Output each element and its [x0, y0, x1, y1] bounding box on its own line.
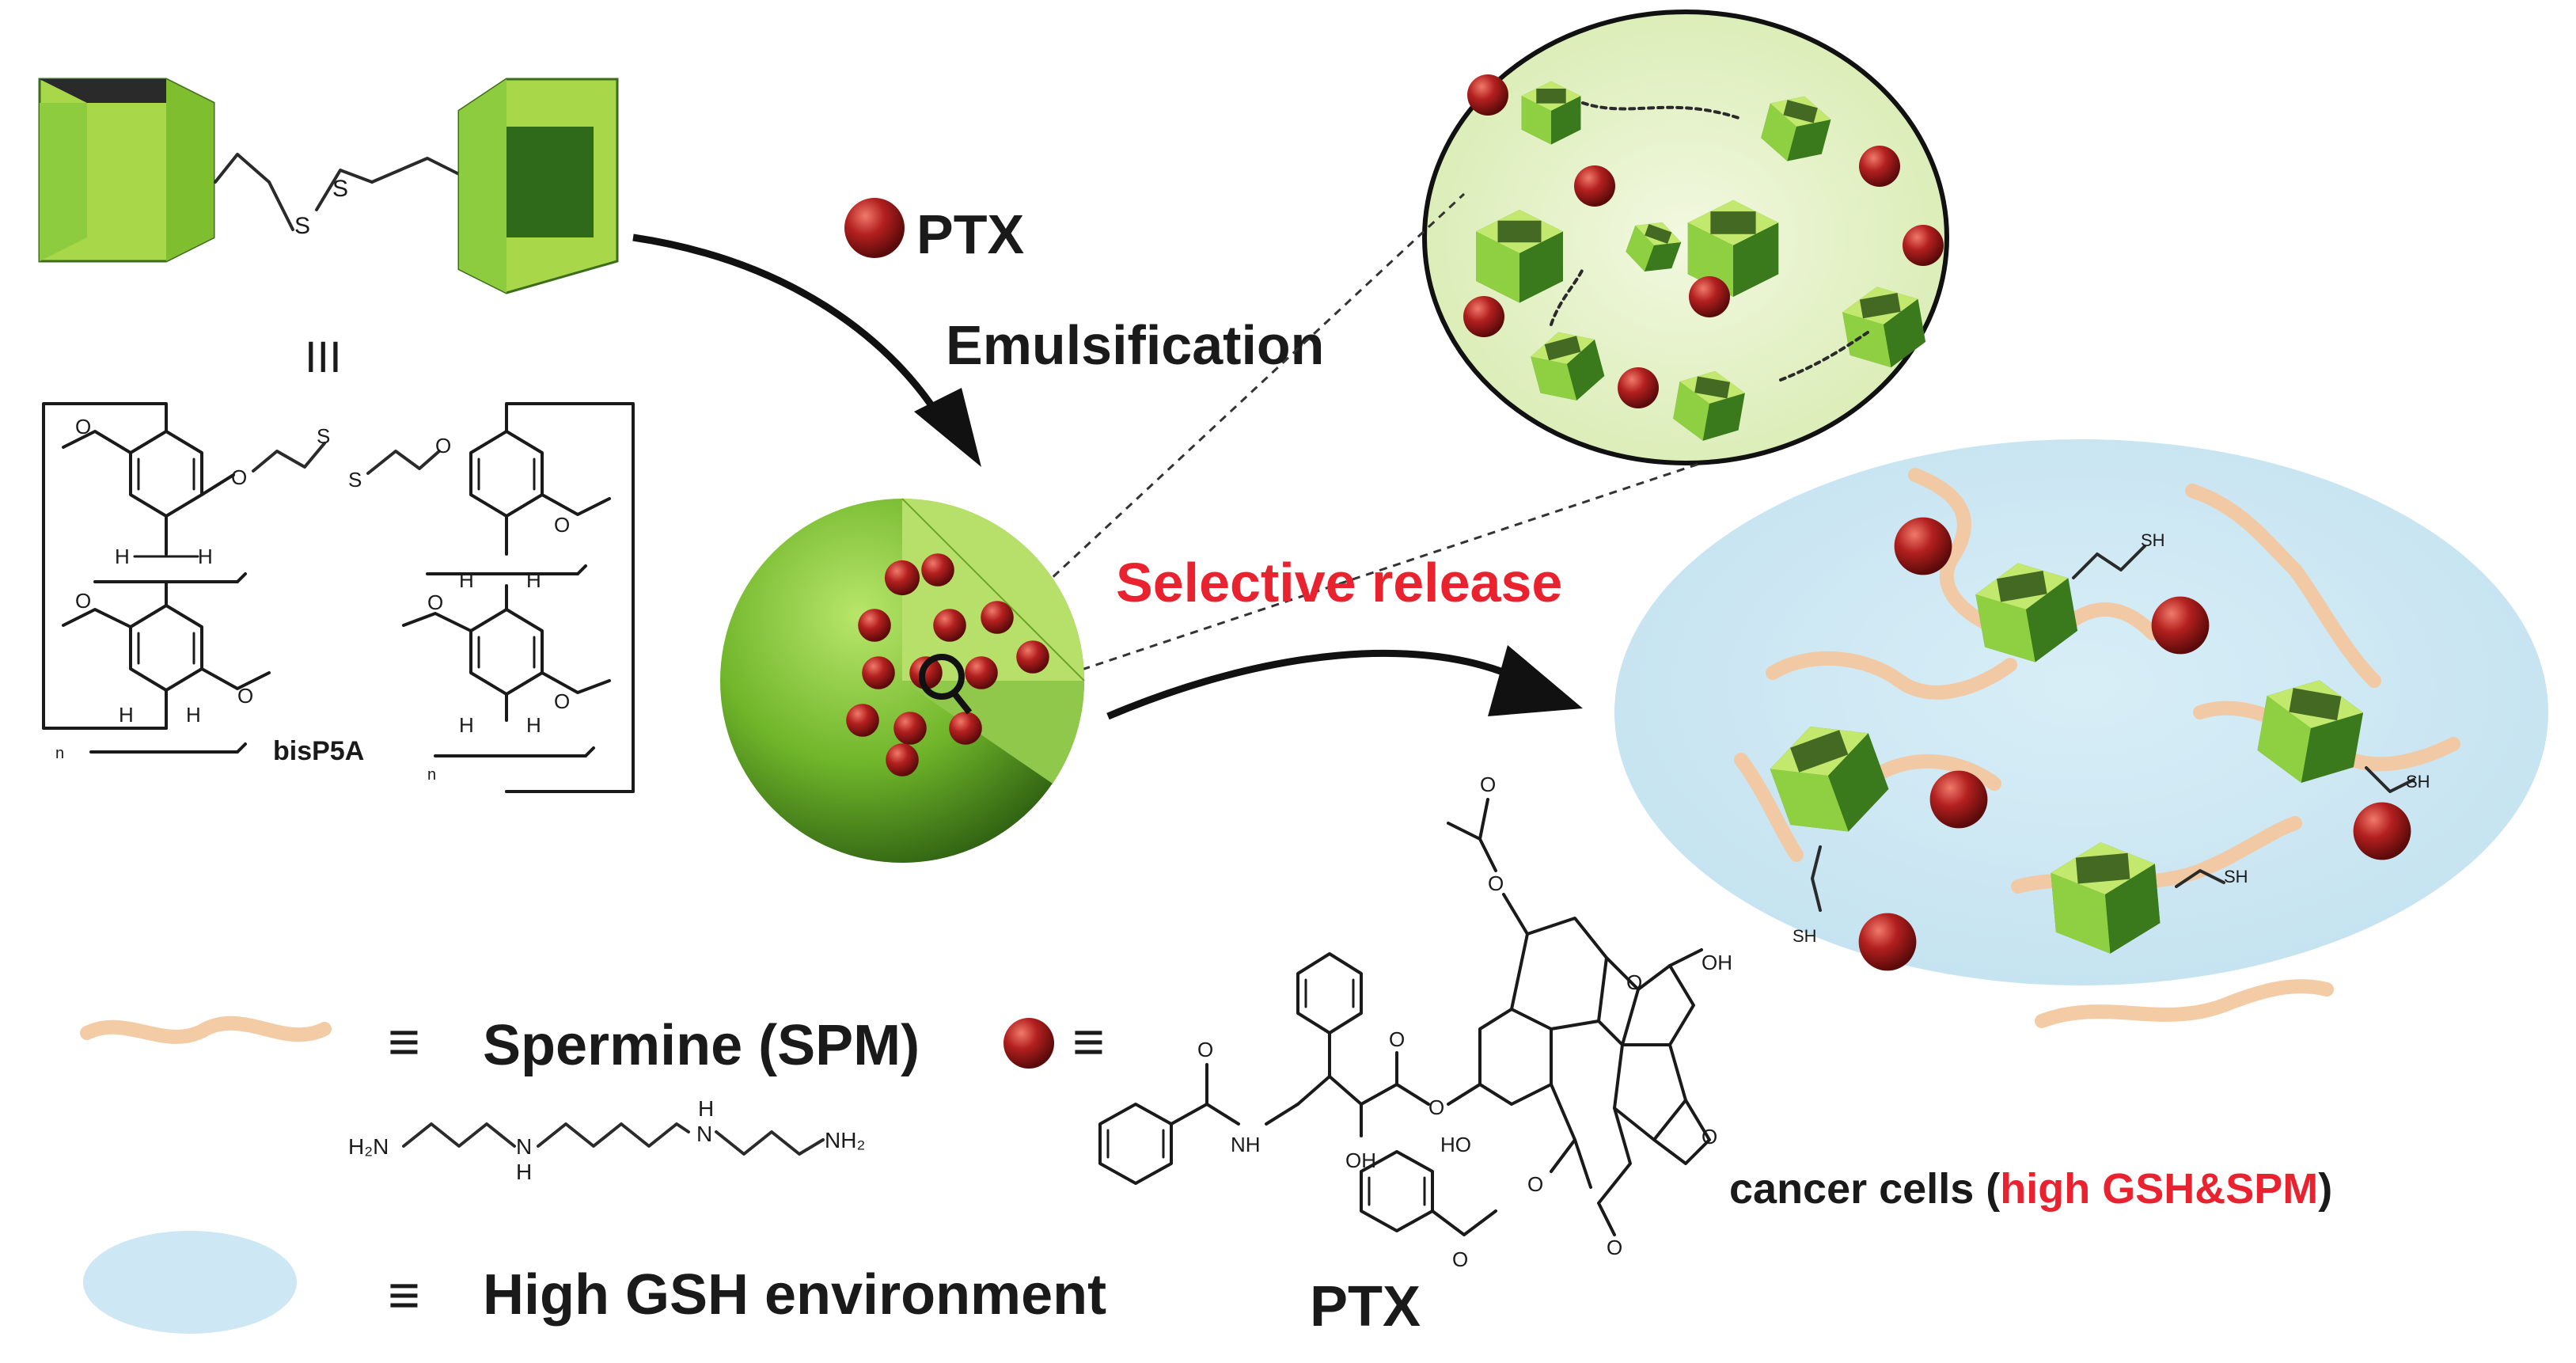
- nh-2-n: N: [696, 1122, 712, 1146]
- h-2b: H: [186, 703, 201, 727]
- cancer-cell-environment: SH SH SH SH: [1614, 439, 2548, 1028]
- s-right: S: [348, 468, 362, 492]
- selective-release-label: Selective release: [1116, 552, 1562, 613]
- ptx-o-bz-carbonyl: O: [1452, 1247, 1468, 1271]
- release-arrow: [1106, 649, 1525, 720]
- ptx-o-ester: O: [1389, 1027, 1405, 1051]
- nh-2-h: H: [698, 1096, 714, 1121]
- n-left: n: [55, 745, 64, 762]
- left-cube: [38, 78, 215, 263]
- nh-1-h: H: [516, 1160, 532, 1184]
- legend-spermine: ≡ Spermine (SPM): [80, 1011, 920, 1077]
- methoxy-o-1: O: [75, 415, 91, 439]
- ptx-label-top: PTX: [916, 203, 1024, 265]
- s-left: S: [317, 424, 330, 448]
- ptx-oh-2: OH: [1702, 951, 1732, 974]
- n-right: n: [427, 766, 436, 784]
- thiol-chains: SH SH SH SH: [1793, 530, 2430, 946]
- ptx-ball-top: [844, 198, 905, 258]
- nanosphere: [720, 498, 1085, 863]
- ether-o-1: O: [231, 465, 247, 489]
- ptx-nh: NH: [1231, 1133, 1261, 1156]
- high-gsh-label: High GSH environment: [483, 1263, 1106, 1327]
- ptx-o-link: O: [1428, 1095, 1444, 1119]
- ptx-ho: HO: [1440, 1133, 1471, 1156]
- sh-4: SH: [2224, 867, 2248, 887]
- nh2-label: NH₂: [825, 1128, 865, 1152]
- emulsion-zoom: [1422, 9, 1949, 465]
- ptx-structure: O NH OH O O O O O OH O HO O O: [1098, 773, 1732, 1271]
- ptx-o-amide: O: [1197, 1038, 1213, 1061]
- identity-symbol: III: [305, 332, 342, 382]
- sh-1: SH: [2141, 530, 2165, 550]
- ptx-o-benzoyl: O: [1527, 1172, 1543, 1196]
- ptx-o-acetyl-3: O: [1607, 1236, 1622, 1259]
- magnifier-icon: [919, 654, 965, 700]
- h-4b: H: [526, 713, 541, 737]
- legend-ptx: ≡: [1003, 1011, 1105, 1073]
- nh-1-n: N: [516, 1134, 532, 1159]
- methoxy-o-4: O: [554, 513, 570, 537]
- release-arrow-head: [1488, 645, 1583, 716]
- ptx-o-oxetane: O: [1702, 1125, 1717, 1148]
- cancer-cells-label: cancer cells (high GSH&SPM): [1729, 1165, 2332, 1213]
- h-3a: H: [459, 568, 474, 592]
- ether-o-2: O: [435, 434, 451, 457]
- spermine-structure: H₂N N H H N NH₂: [348, 1096, 865, 1184]
- h-4a: H: [459, 713, 474, 737]
- h-2a: H: [119, 703, 134, 727]
- spermine-label: Spermine (SPM): [483, 1014, 920, 1077]
- methoxy-o-5: O: [427, 590, 443, 614]
- cancer-cells-prefix: cancer cells (: [1729, 1165, 2000, 1213]
- h-3b: H: [526, 568, 541, 592]
- h-1b: H: [198, 545, 213, 568]
- emulsification-arrow-head: [914, 388, 981, 467]
- ptx-oh-1: OH: [1345, 1148, 1376, 1172]
- ptx-o-acetyl-2: O: [1480, 773, 1496, 796]
- h2n-label: H₂N: [348, 1134, 389, 1159]
- legend-gsh: ≡ High GSH environment: [83, 1231, 1106, 1334]
- bisp5a-label: bisP5A: [273, 736, 364, 766]
- sh-3: SH: [1793, 926, 1817, 946]
- methoxy-o-6: O: [554, 689, 570, 713]
- disulfide-s2: S: [332, 176, 348, 202]
- cancer-cells-suffix: ): [2318, 1165, 2332, 1213]
- emulsification-arrow: [632, 233, 949, 430]
- equiv-ptx: ≡: [1072, 1011, 1105, 1073]
- gsh-swatch: [83, 1231, 297, 1334]
- bisp5a-structure: O O S S O H H O O H H n O H H: [42, 402, 635, 793]
- zoom-line-1: [1000, 192, 1466, 627]
- bisp5a-cartoon: S S: [38, 78, 619, 294]
- zoom-line-2: [1000, 461, 1702, 698]
- right-cube: [457, 78, 619, 294]
- cancer-cells-highlight: high GSH&SPM: [2000, 1165, 2318, 1213]
- methoxy-o-3: O: [237, 684, 253, 708]
- equiv-spermine: ≡: [388, 1011, 420, 1073]
- ptx-o-ketone: O: [1626, 970, 1642, 994]
- ptx-label-bottom: PTX: [1310, 1275, 1421, 1338]
- disulfide-s1: S: [294, 213, 310, 239]
- methoxy-o-2: O: [75, 589, 91, 613]
- equiv-gsh: ≡: [388, 1264, 420, 1326]
- ptx-o-acetyl-1: O: [1488, 871, 1504, 895]
- sh-2: SH: [2406, 772, 2430, 792]
- h-1a: H: [115, 545, 130, 568]
- emulsification-label: Emulsification: [946, 314, 1324, 376]
